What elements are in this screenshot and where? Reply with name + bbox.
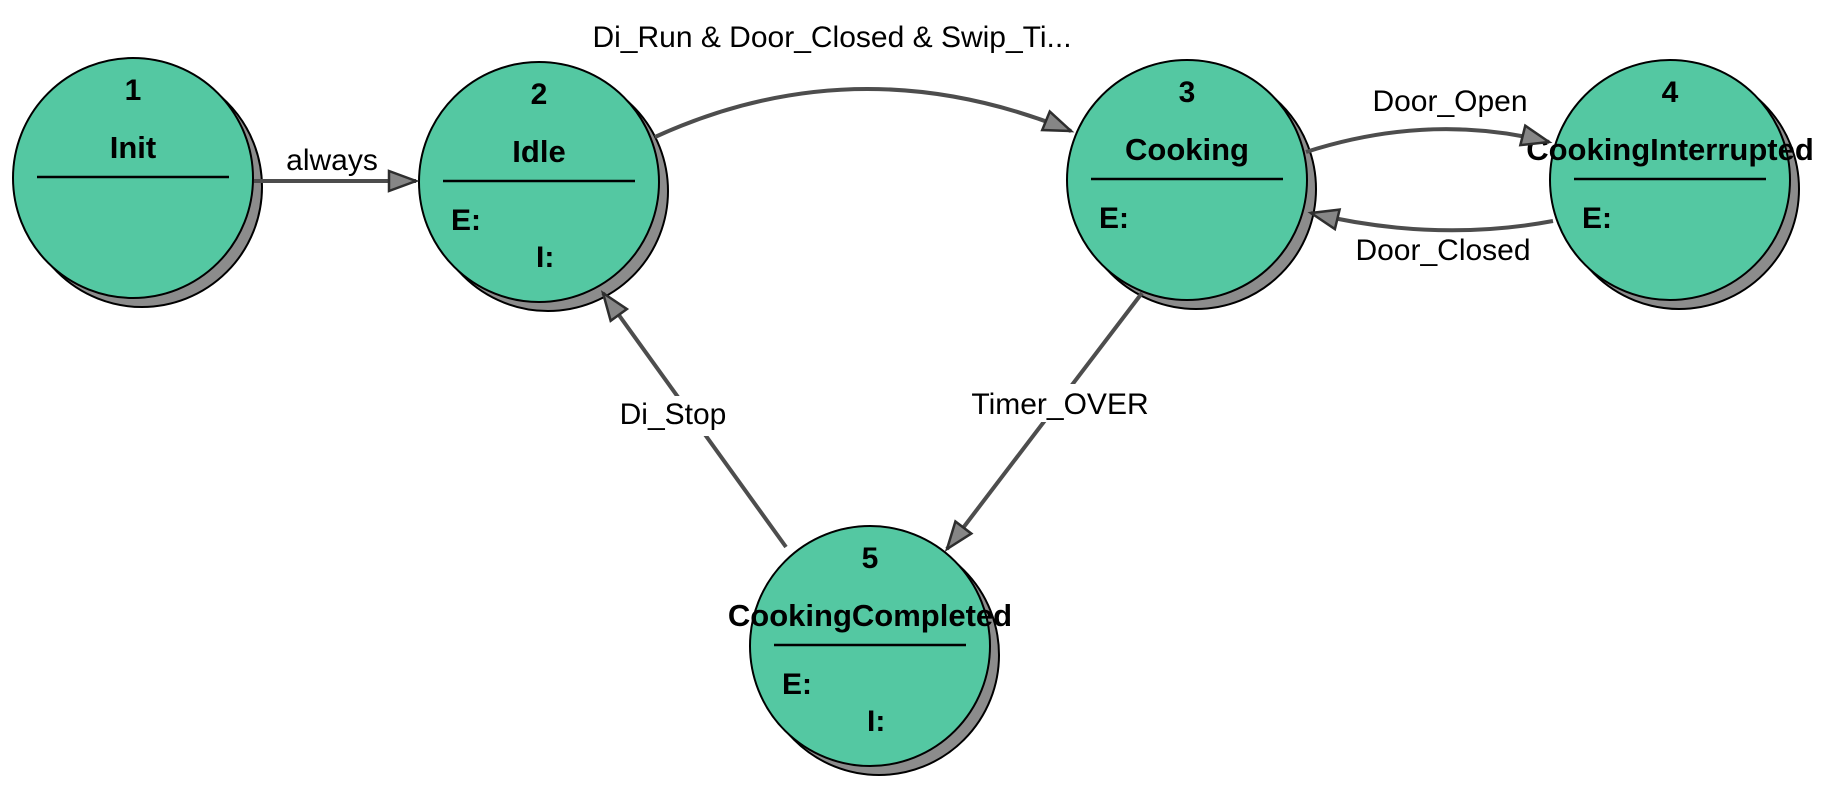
entry-action-label: E: (1582, 202, 1612, 235)
transition-always[interactable]: always (254, 144, 420, 193)
transition-label: Di_Stop (620, 398, 727, 431)
state-idle[interactable]: 2 Idle E: I: (418, 61, 669, 312)
transition-arrow (1305, 123, 1553, 154)
transition-door-closed[interactable]: Door_Closed (1307, 208, 1554, 267)
state-number: 3 (1179, 76, 1196, 109)
state-init[interactable]: 1 Init (12, 57, 263, 308)
transition-label: always (286, 144, 378, 177)
transition-arrow (654, 86, 1075, 139)
transition-label: Door_Open (1372, 85, 1527, 118)
state-number: 4 (1662, 76, 1679, 109)
state-number: 1 (125, 74, 142, 107)
state-number: 2 (531, 78, 548, 111)
transition-di-run[interactable]: Di_Run & Door_Closed & Swip_Ti... (592, 21, 1075, 139)
state-name: CookingInterrupted (1526, 132, 1814, 167)
transition-label-background (612, 396, 734, 436)
transition-door-open[interactable]: Door_Open (1305, 85, 1553, 154)
state-name: Init (110, 130, 157, 165)
state-name: Cooking (1125, 132, 1249, 167)
state-cooking[interactable]: 3 Cooking E: (1066, 59, 1317, 310)
state-name: CookingCompleted (728, 598, 1012, 633)
entry-action-label: E: (782, 668, 812, 701)
transition-arrow (1307, 208, 1554, 233)
state-cooking-interrupted[interactable]: 4 CookingInterrupted E: (1526, 59, 1814, 310)
transition-di-stop[interactable]: Di_Stop (600, 290, 788, 549)
transition-timer-over[interactable]: Timer_OVER (944, 291, 1166, 552)
transition-label: Timer_OVER (971, 388, 1148, 421)
transition-label: Door_Closed (1355, 234, 1530, 267)
entry-action-label: E: (451, 204, 481, 237)
transition-label: Di_Run & Door_Closed & Swip_Ti... (592, 21, 1071, 54)
state-cooking-completed[interactable]: 5 CookingCompleted E: I: (728, 525, 1012, 776)
state-name: Idle (512, 134, 565, 169)
state-number: 5 (862, 542, 879, 575)
entry-action-label: E: (1099, 202, 1129, 235)
transition-label-background (952, 384, 1166, 422)
during-action-label: I: (867, 705, 885, 738)
during-action-label: I: (536, 241, 554, 274)
